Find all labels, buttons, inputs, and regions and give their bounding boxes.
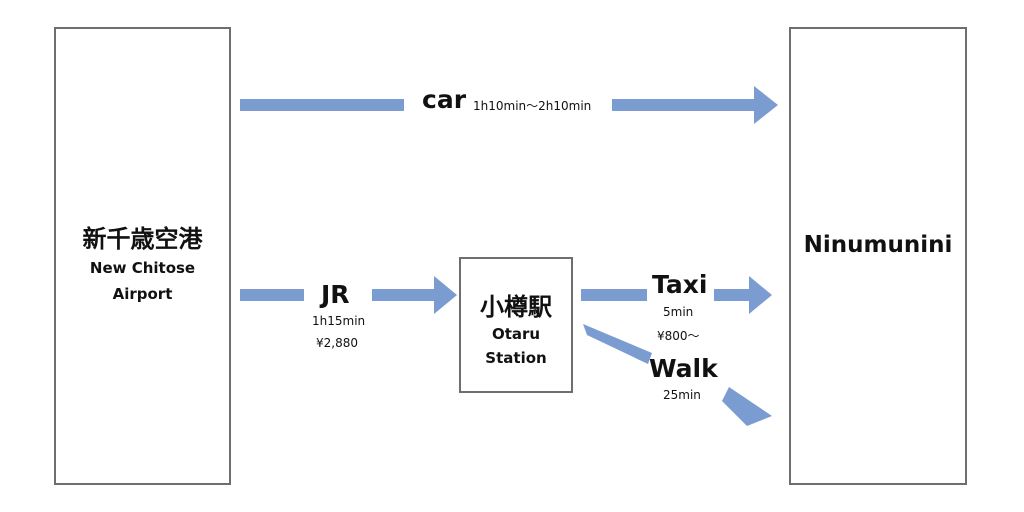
walk-time-label: 25min (663, 388, 701, 402)
otaru-name-ja: 小樽駅 (480, 293, 552, 321)
otaru-name-en-line1: Otaru (491, 325, 541, 343)
jr-fare-label: ¥2,880 (316, 336, 358, 350)
taxi-route-line-right (714, 289, 750, 301)
taxi-time-label: 5min (663, 305, 694, 319)
walk-route-arrowhead (722, 387, 772, 426)
jr-route-line-left (240, 289, 304, 301)
taxi-mode-label: Taxi (652, 270, 708, 299)
car-route-arrowhead (754, 86, 778, 124)
walk-mode-label: Walk (649, 354, 718, 383)
taxi-route-arrowhead (749, 276, 772, 314)
airport-name-ja: 新千歳空港 (82, 225, 203, 253)
airport-name-en-line1: New Chitose (89, 259, 196, 277)
jr-route-arrowhead (434, 276, 457, 314)
destination-name: Ninumunini (803, 232, 953, 258)
car-time-label: 1h10min～2h10min (473, 99, 592, 113)
airport-name-en-line2: Airport (112, 285, 173, 303)
otaru-station-box: 小樽駅 Otaru Station (459, 257, 573, 393)
airport-box: 新千歳空港 New Chitose Airport (54, 27, 231, 485)
walk-route-line (583, 324, 652, 364)
car-route-line-left (240, 99, 404, 111)
otaru-name-en-line2: Station (485, 349, 547, 367)
car-route-line-right (612, 99, 756, 111)
taxi-route-line-left (581, 289, 647, 301)
taxi-fare-label: ¥800～ (657, 329, 700, 343)
jr-route-line-right (372, 289, 436, 301)
destination-box: Ninumunini (789, 27, 967, 485)
jr-time-label: 1h15min (312, 314, 366, 328)
jr-mode-label: JR (321, 280, 350, 309)
car-mode-label: car (422, 85, 467, 114)
